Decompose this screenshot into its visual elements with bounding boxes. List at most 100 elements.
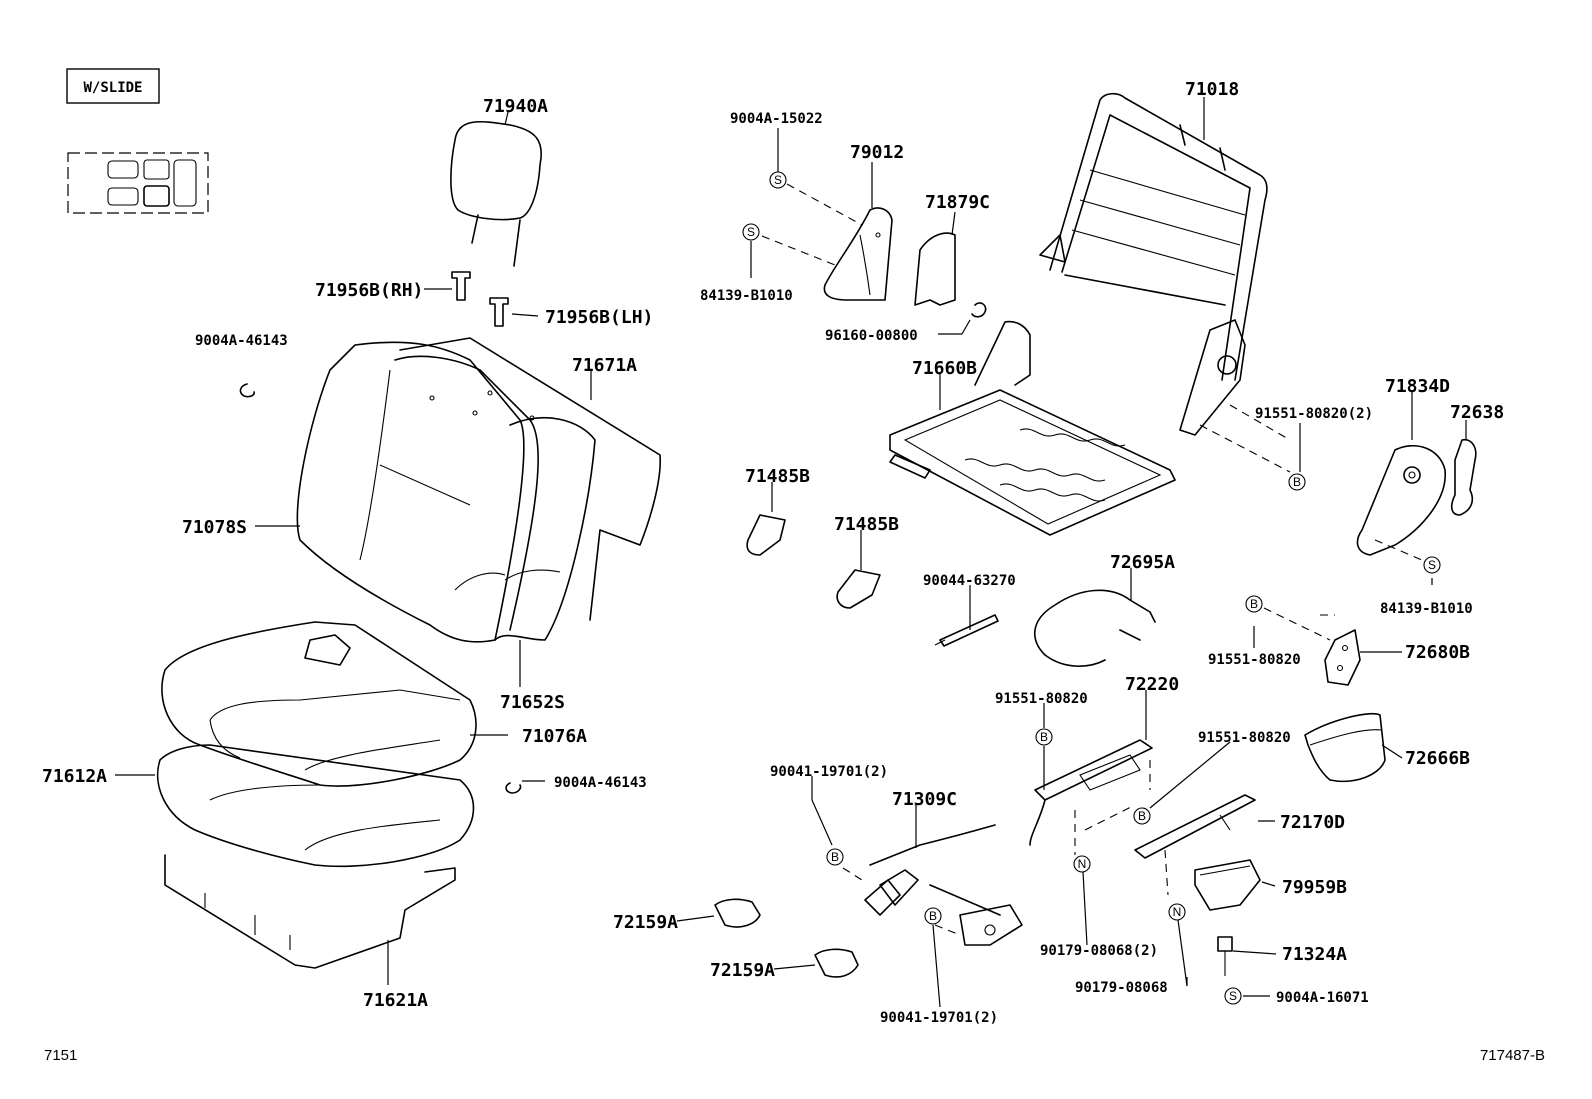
- label-72159a-upper: 72159A: [613, 912, 678, 933]
- leader-lines: [115, 97, 1467, 1008]
- label-72638: 72638: [1450, 402, 1504, 423]
- label-90179-08068-2: 90179-08068(2): [1040, 943, 1158, 959]
- marker-b-3: B: [1035, 728, 1053, 746]
- hinge-cover-inner: [914, 232, 956, 306]
- cover-79959b: [1194, 859, 1261, 911]
- lock-cover-72159a-lower: [814, 948, 859, 978]
- svg-text:B: B: [831, 850, 839, 864]
- seatback-frame: [1039, 92, 1268, 436]
- label-71956b-rh: 71956B(RH): [315, 280, 423, 301]
- svg-text:N: N: [1173, 905, 1182, 919]
- marker-s-4: S: [1224, 987, 1242, 1005]
- svg-text:S: S: [1229, 989, 1237, 1003]
- label-79959b: 79959B: [1282, 877, 1347, 898]
- label-71652s: 71652S: [500, 692, 565, 713]
- label-90041-19701-lower: 90041-19701(2): [880, 1010, 998, 1026]
- label-71834d: 71834D: [1385, 376, 1450, 397]
- recliner-cover-lever: [1450, 438, 1477, 516]
- release-cable: [1033, 589, 1156, 667]
- w-slide-label: W/SLIDE: [83, 80, 142, 96]
- svg-text:B: B: [1040, 730, 1048, 744]
- label-71309c: 71309C: [892, 789, 957, 810]
- cover-72666b: [1304, 712, 1386, 783]
- marker-b-5: B: [826, 848, 844, 866]
- svg-text:B: B: [1250, 597, 1258, 611]
- label-91551-80820-2: 91551-80820(2): [1255, 406, 1373, 422]
- seatback-assembly: [296, 337, 661, 643]
- w-slide-badge: W/SLIDE: [66, 68, 160, 104]
- label-9004a-46143-upper: 9004A-46143: [195, 333, 288, 349]
- recliner-cover: [1356, 445, 1446, 556]
- cushion-base-panel: [164, 854, 456, 969]
- label-71660b: 71660B: [912, 358, 977, 379]
- headrest-support-lh: [489, 297, 509, 327]
- label-72695a: 72695A: [1110, 552, 1175, 573]
- label-72666b: 72666B: [1405, 748, 1470, 769]
- label-71879c: 71879C: [925, 192, 990, 213]
- cover-71485b-lower: [836, 569, 881, 609]
- clip-upper: [239, 383, 255, 398]
- label-84139-b1010-left: 84139-B1010: [700, 288, 793, 304]
- label-71621a: 71621A: [363, 990, 428, 1011]
- marker-circles: S S B S B B B B N N B S: [742, 171, 1441, 1005]
- label-91551-80820-a: 91551-80820: [1208, 652, 1301, 668]
- label-84139-b1010-right: 84139-B1010: [1380, 601, 1473, 617]
- marker-s-3: S: [1423, 556, 1441, 574]
- marker-b-1: B: [1288, 473, 1306, 491]
- label-79012: 79012: [850, 142, 904, 163]
- cable-tie: [934, 614, 999, 647]
- label-71485b-upper: 71485B: [745, 466, 810, 487]
- label-72159a-lower: 72159A: [710, 960, 775, 981]
- marker-s-2: S: [742, 223, 760, 241]
- label-71078s: 71078S: [182, 517, 247, 538]
- svg-text:B: B: [929, 909, 937, 923]
- label-71671a: 71671A: [572, 355, 637, 376]
- label-9004a-15022: 9004A-15022: [730, 111, 823, 127]
- svg-text:S: S: [747, 225, 755, 239]
- label-90044-63270: 90044-63270: [923, 573, 1016, 589]
- label-72220: 72220: [1125, 674, 1179, 695]
- headrest: [450, 120, 542, 267]
- marker-s-1: S: [769, 171, 787, 189]
- marker-n-2: N: [1168, 903, 1186, 921]
- marker-b-2: B: [1245, 595, 1263, 613]
- label-71485b-lower: 71485B: [834, 514, 899, 535]
- marker-b-4: B: [1133, 807, 1151, 825]
- seat-cushion-pad: [156, 744, 475, 868]
- seat-cushion-cover: [161, 621, 477, 787]
- label-71940a: 71940A: [483, 96, 548, 117]
- svg-text:B: B: [1293, 475, 1301, 489]
- label-71018: 71018: [1185, 79, 1239, 100]
- svg-text:N: N: [1078, 857, 1087, 871]
- label-71956b-lh: 71956B(LH): [545, 307, 653, 328]
- clip-lower: [505, 782, 522, 794]
- dashed-guides: [761, 183, 1423, 980]
- svg-text:B: B: [1138, 809, 1146, 823]
- label-9004a-46143-lower: 9004A-46143: [554, 775, 647, 791]
- spring-clip: [971, 302, 987, 318]
- cap-71324a: [1217, 936, 1233, 968]
- headrest-support-rh: [451, 271, 471, 301]
- label-71612a: 71612A: [42, 766, 107, 787]
- marker-n-1: N: [1073, 855, 1091, 873]
- label-91551-80820-b: 91551-80820: [995, 691, 1088, 707]
- lock-cover-72159a-upper: [714, 898, 761, 928]
- cover-71485b-upper: [746, 514, 786, 556]
- part-labels: 71940A 71956B(RH) 71956B(LH) 9004A-46143…: [42, 79, 1504, 1026]
- svg-text:S: S: [774, 173, 782, 187]
- adjuster-71309c: [864, 824, 1023, 946]
- footer-right-code: 717487-B: [1480, 1047, 1545, 1064]
- footer-left-code: 7151: [44, 1047, 77, 1064]
- bracket-72680b: [1324, 629, 1361, 686]
- seat-track-72220: [1029, 739, 1153, 846]
- hinge-cover-outer: [823, 207, 893, 301]
- seat-cushion-frame: [889, 320, 1176, 536]
- label-91551-80820-c: 91551-80820: [1198, 730, 1291, 746]
- label-9004a-16071: 9004A-16071: [1276, 990, 1369, 1006]
- label-96160-00800: 96160-00800: [825, 328, 918, 344]
- label-71076a: 71076A: [522, 726, 587, 747]
- label-71324a: 71324A: [1282, 944, 1347, 965]
- seat-track-72170d: [1134, 794, 1256, 859]
- label-72170d: 72170D: [1280, 812, 1345, 833]
